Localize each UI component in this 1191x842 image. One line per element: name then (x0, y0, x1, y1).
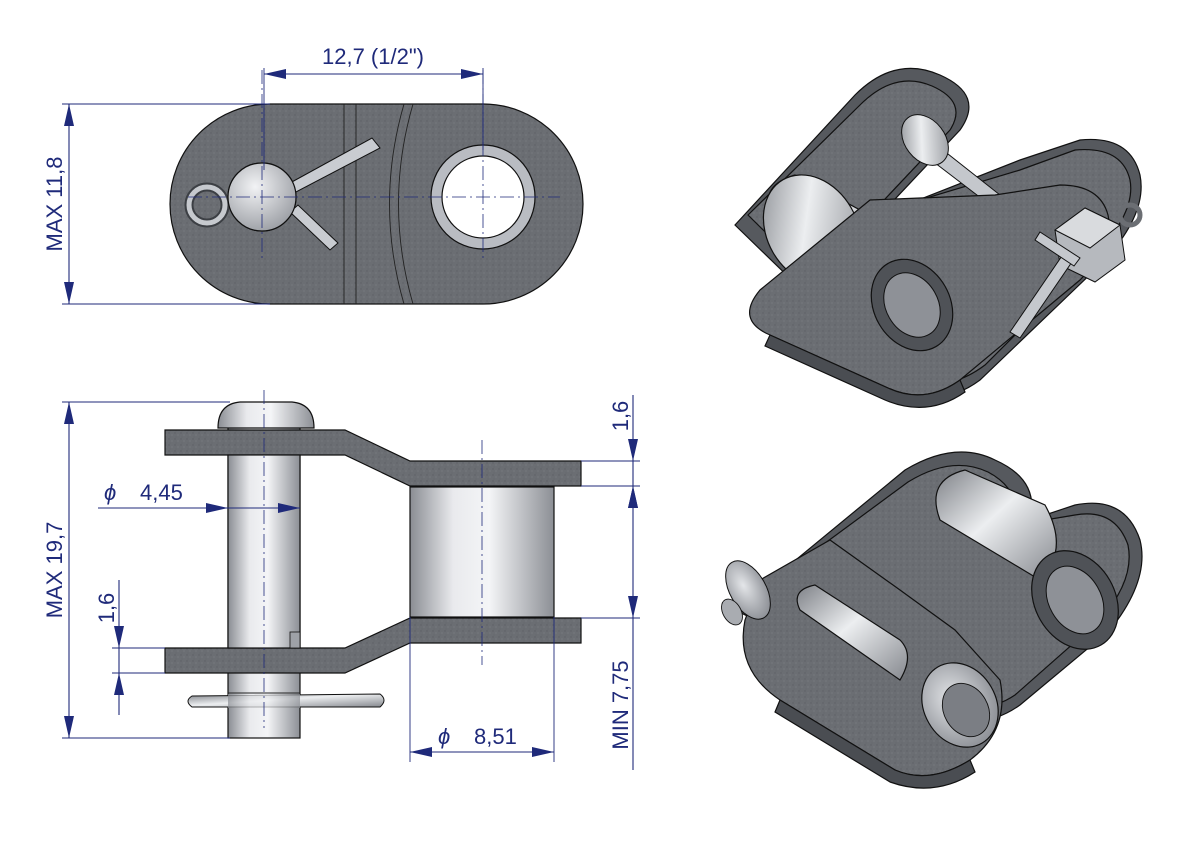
total-width-label: MAX 19,7 (42, 522, 67, 619)
front-view (169, 70, 584, 305)
dim-pitch: 12,7 (1/2") (263, 44, 484, 170)
pitch-label: 12,7 (1/2") (322, 44, 424, 69)
iso-hole (883, 272, 941, 338)
roller-diameter-label: 8,51 (474, 724, 517, 749)
dim-plate-height: MAX 11,8 (42, 103, 270, 305)
dim-roller-diameter: ϕ 8,51 (409, 617, 555, 762)
plate-thickness-top-label: 1,6 (608, 401, 633, 432)
plate-thickness-bottom-label: 1,6 (94, 593, 119, 624)
plate-height-label: MAX 11,8 (42, 157, 67, 252)
isometric-view-bottom (721, 451, 1143, 789)
dim-total-width: MAX 19,7 (42, 401, 230, 739)
inner-width-label: MIN 7,75 (608, 660, 633, 749)
svg-text:ϕ: ϕ (438, 724, 450, 749)
isometric-view-top (734, 67, 1143, 408)
outer-plate-top (164, 429, 582, 487)
dim-inner-width: MIN 7,75 (581, 486, 640, 770)
side-view (164, 390, 582, 739)
dim-pin-diameter: ϕ 4,45 (98, 480, 300, 513)
pin-diameter-label: 4,45 (140, 480, 183, 505)
pin-head-side (217, 401, 315, 429)
dim-plate-thickness-bottom: 1,6 (94, 580, 165, 715)
dim-plate-thickness-top: 1,6 (581, 395, 640, 508)
iso2-pin (796, 584, 909, 681)
svg-text:ϕ: ϕ (104, 480, 116, 505)
outer-plate-bottom (164, 617, 582, 674)
